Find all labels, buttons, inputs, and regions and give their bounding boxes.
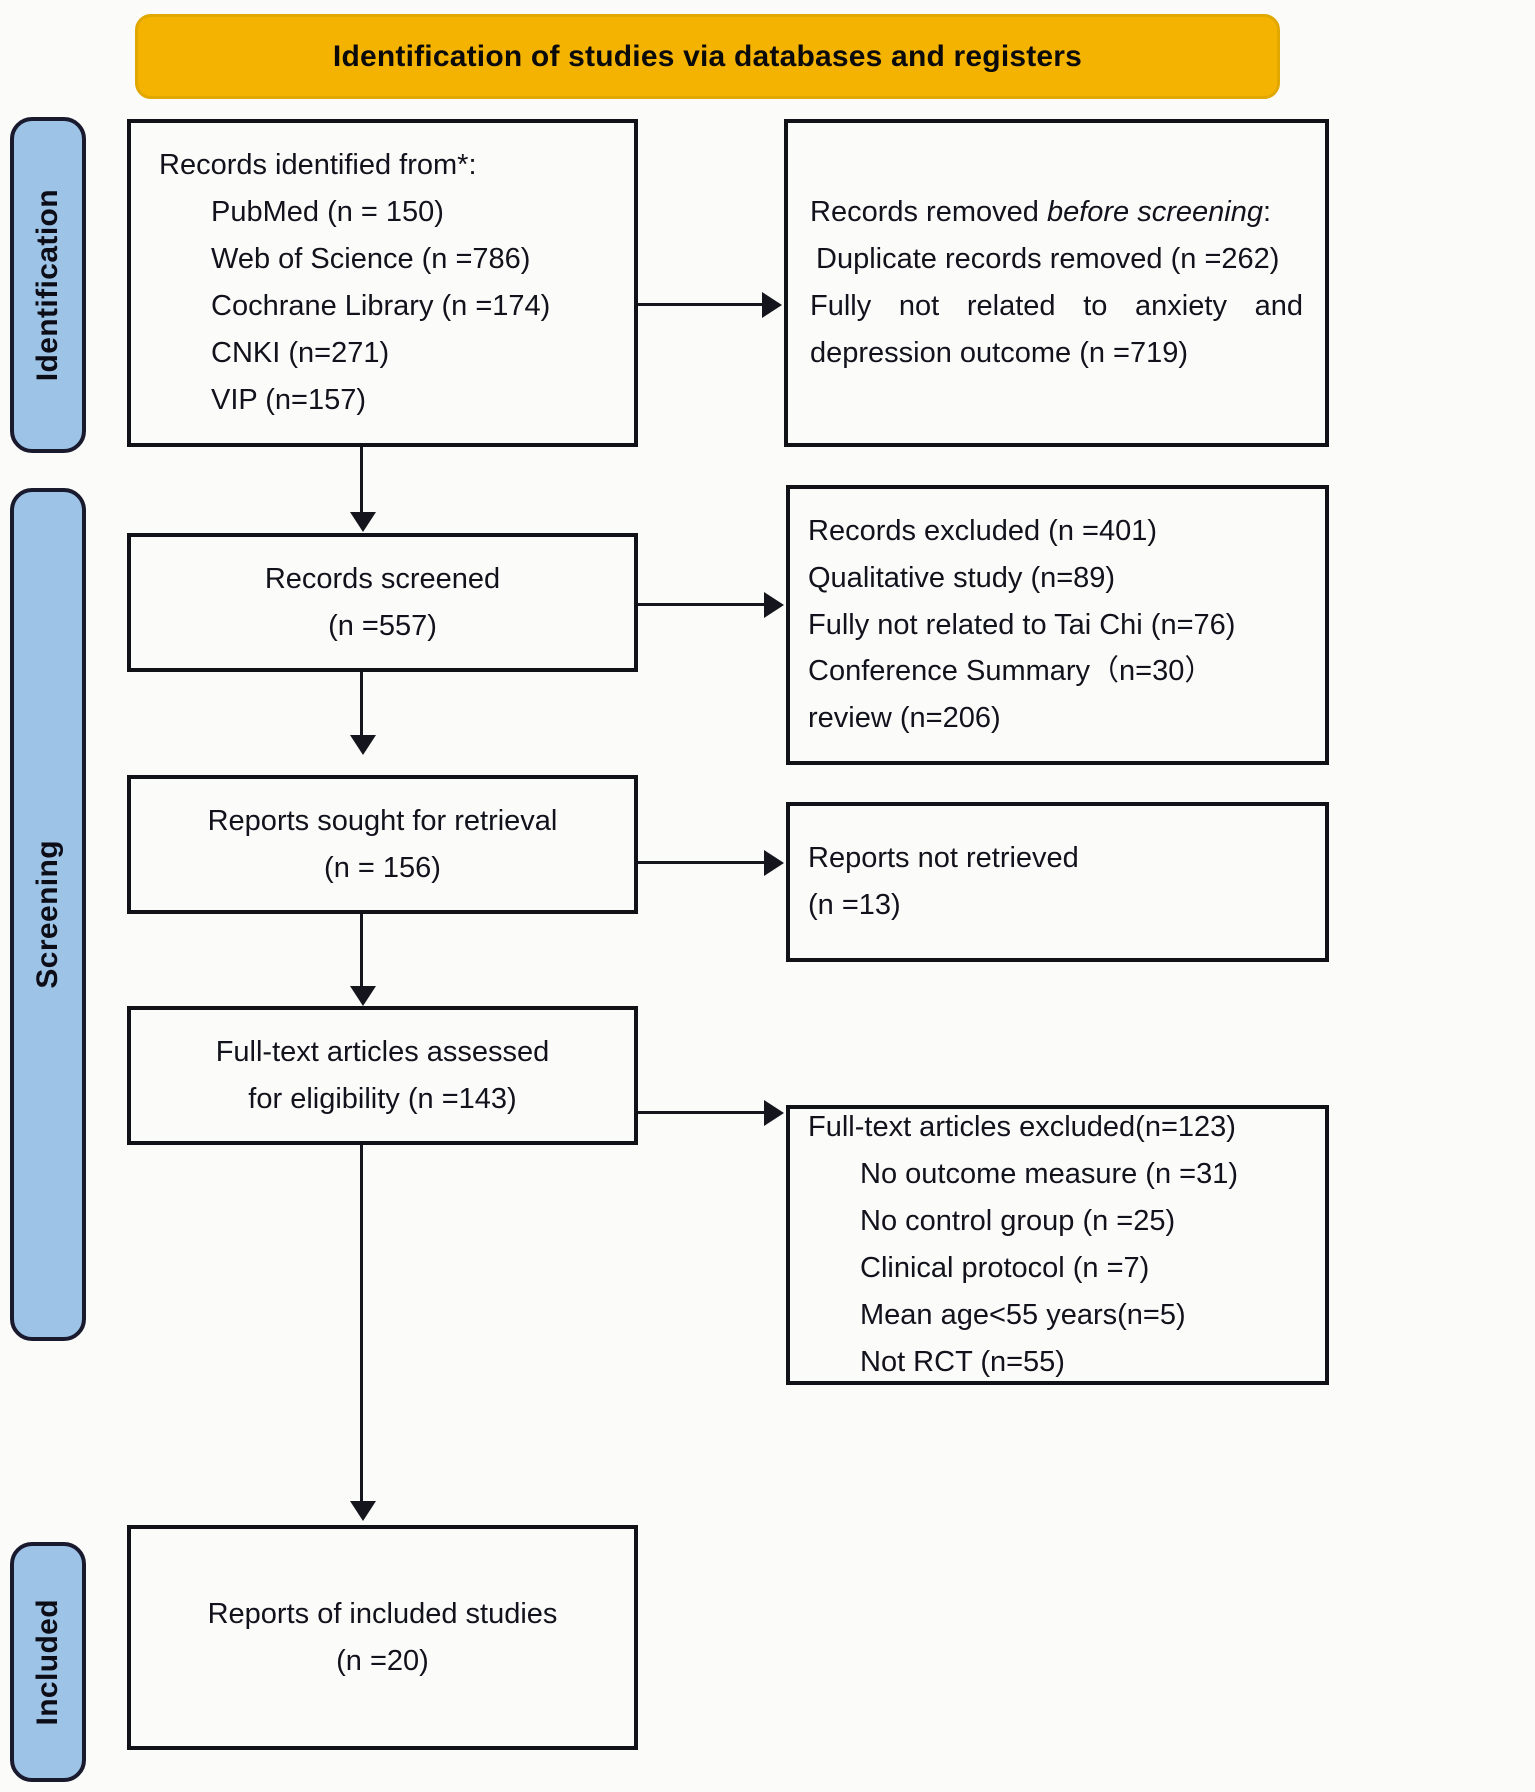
connector-identified-to-screened [360, 447, 363, 514]
diagram-header: Identification of studies via databases … [135, 14, 1280, 99]
arrow-assessed-to-excluded [764, 1100, 784, 1126]
excluded-review: review (n=206) [808, 702, 1001, 735]
arrow-identified-to-removed [762, 292, 782, 318]
records-removed-title: Records removed before screening: [810, 189, 1303, 236]
box-records-identified: Records identified from*: PubMed (n = 15… [127, 119, 638, 447]
box-fulltext-assessed: Full-text articles assessed for eligibil… [127, 1006, 638, 1145]
stage-label-screening: Screening [31, 840, 64, 989]
connector-identified-to-removed [638, 303, 764, 306]
arrow-screened-to-excluded [764, 592, 784, 618]
source-vip: VIP (n=157) [211, 383, 367, 416]
connector-assessed-to-included [360, 1145, 363, 1503]
source-cnki: CNKI (n=271) [211, 336, 390, 369]
not-related-anxiety-line1: Fully not related to anxiety and [810, 290, 1303, 322]
records-excluded-total: Records excluded (n =401) [808, 514, 1158, 547]
reports-sought-label: Reports sought for retrieval [207, 804, 558, 837]
excluded-qualitative-study: Qualitative study (n=89) [808, 561, 1116, 594]
connector-screened-to-excluded [638, 603, 766, 606]
box-records-removed: Records removed before screening: Duplic… [784, 119, 1329, 447]
source-web-of-science: Web of Science (n =786) [211, 243, 531, 276]
reports-sought-count: (n = 156) [324, 851, 441, 884]
stage-band-screening: Screening [10, 488, 86, 1341]
stage-band-included: Included [10, 1542, 86, 1782]
included-studies-count: (n =20) [336, 1644, 429, 1677]
records-identified-title: Records identified from*: [159, 149, 477, 182]
box-fulltext-excluded: Full-text articles excluded(n=123) No ou… [786, 1105, 1329, 1385]
box-records-excluded: Records excluded (n =401) Qualitative st… [786, 485, 1329, 765]
source-cochrane-library: Cochrane Library (n =174) [211, 290, 551, 322]
excluded-mean-age: Mean age<55 years(n=5) [860, 1298, 1186, 1331]
arrow-assessed-to-included [350, 1501, 376, 1521]
stage-label-included: Included [31, 1598, 64, 1726]
excluded-no-outcome-measure: No outcome measure (n =31) [860, 1158, 1238, 1191]
excluded-not-related-taichi: Fully not related to Tai Chi (n=76) [808, 608, 1236, 641]
records-removed-title-italic: before screening [1046, 196, 1263, 229]
connector-sought-to-not-retrieved [638, 861, 766, 864]
box-included-studies: Reports of included studies (n =20) [127, 1525, 638, 1750]
header-title: Identification of studies via databases … [332, 39, 1083, 73]
excluded-clinical-protocol: Clinical protocol (n =7) [860, 1252, 1150, 1284]
connector-screened-to-sought [360, 672, 363, 737]
connector-sought-to-assessed [360, 914, 363, 988]
arrow-sought-to-not-retrieved [764, 850, 784, 876]
excluded-no-control-group: No control group (n =25) [860, 1205, 1176, 1238]
excluded-conference-summary: Conference Summary（n=30） [808, 655, 1214, 688]
duplicate-records-removed: Duplicate records removed (n =262) [816, 243, 1280, 276]
source-pubmed: PubMed (n = 150) [211, 196, 444, 229]
stage-label-identification: Identification [31, 188, 64, 382]
reports-not-retrieved-label: Reports not retrieved [808, 842, 1079, 875]
excluded-not-rct: Not RCT (n=55) [860, 1345, 1065, 1378]
included-studies-label: Reports of included studies [207, 1597, 558, 1630]
stage-band-identification: Identification [10, 117, 86, 453]
box-records-screened: Records screened (n =557) [127, 533, 638, 672]
fulltext-assessed-count: for eligibility (n =143) [248, 1082, 517, 1115]
records-removed-title-a: Records removed [810, 196, 1047, 229]
connector-assessed-to-excluded [638, 1111, 766, 1114]
fulltext-assessed-label: Full-text articles assessed [215, 1035, 550, 1068]
records-screened-count: (n =557) [328, 609, 437, 642]
reports-not-retrieved-count: (n =13) [808, 889, 901, 921]
arrow-sought-to-assessed [350, 986, 376, 1006]
box-reports-not-retrieved: Reports not retrieved (n =13) [786, 802, 1329, 962]
not-related-anxiety-line2: depression outcome (n =719) [810, 336, 1189, 369]
records-screened-label: Records screened [264, 562, 501, 595]
arrow-screened-to-sought [350, 735, 376, 755]
box-reports-sought: Reports sought for retrieval (n = 156) [127, 775, 638, 914]
records-removed-title-c: : [1262, 196, 1272, 229]
fulltext-excluded-title: Full-text articles excluded(n=123) [808, 1111, 1236, 1144]
arrow-identified-to-screened [350, 512, 376, 532]
